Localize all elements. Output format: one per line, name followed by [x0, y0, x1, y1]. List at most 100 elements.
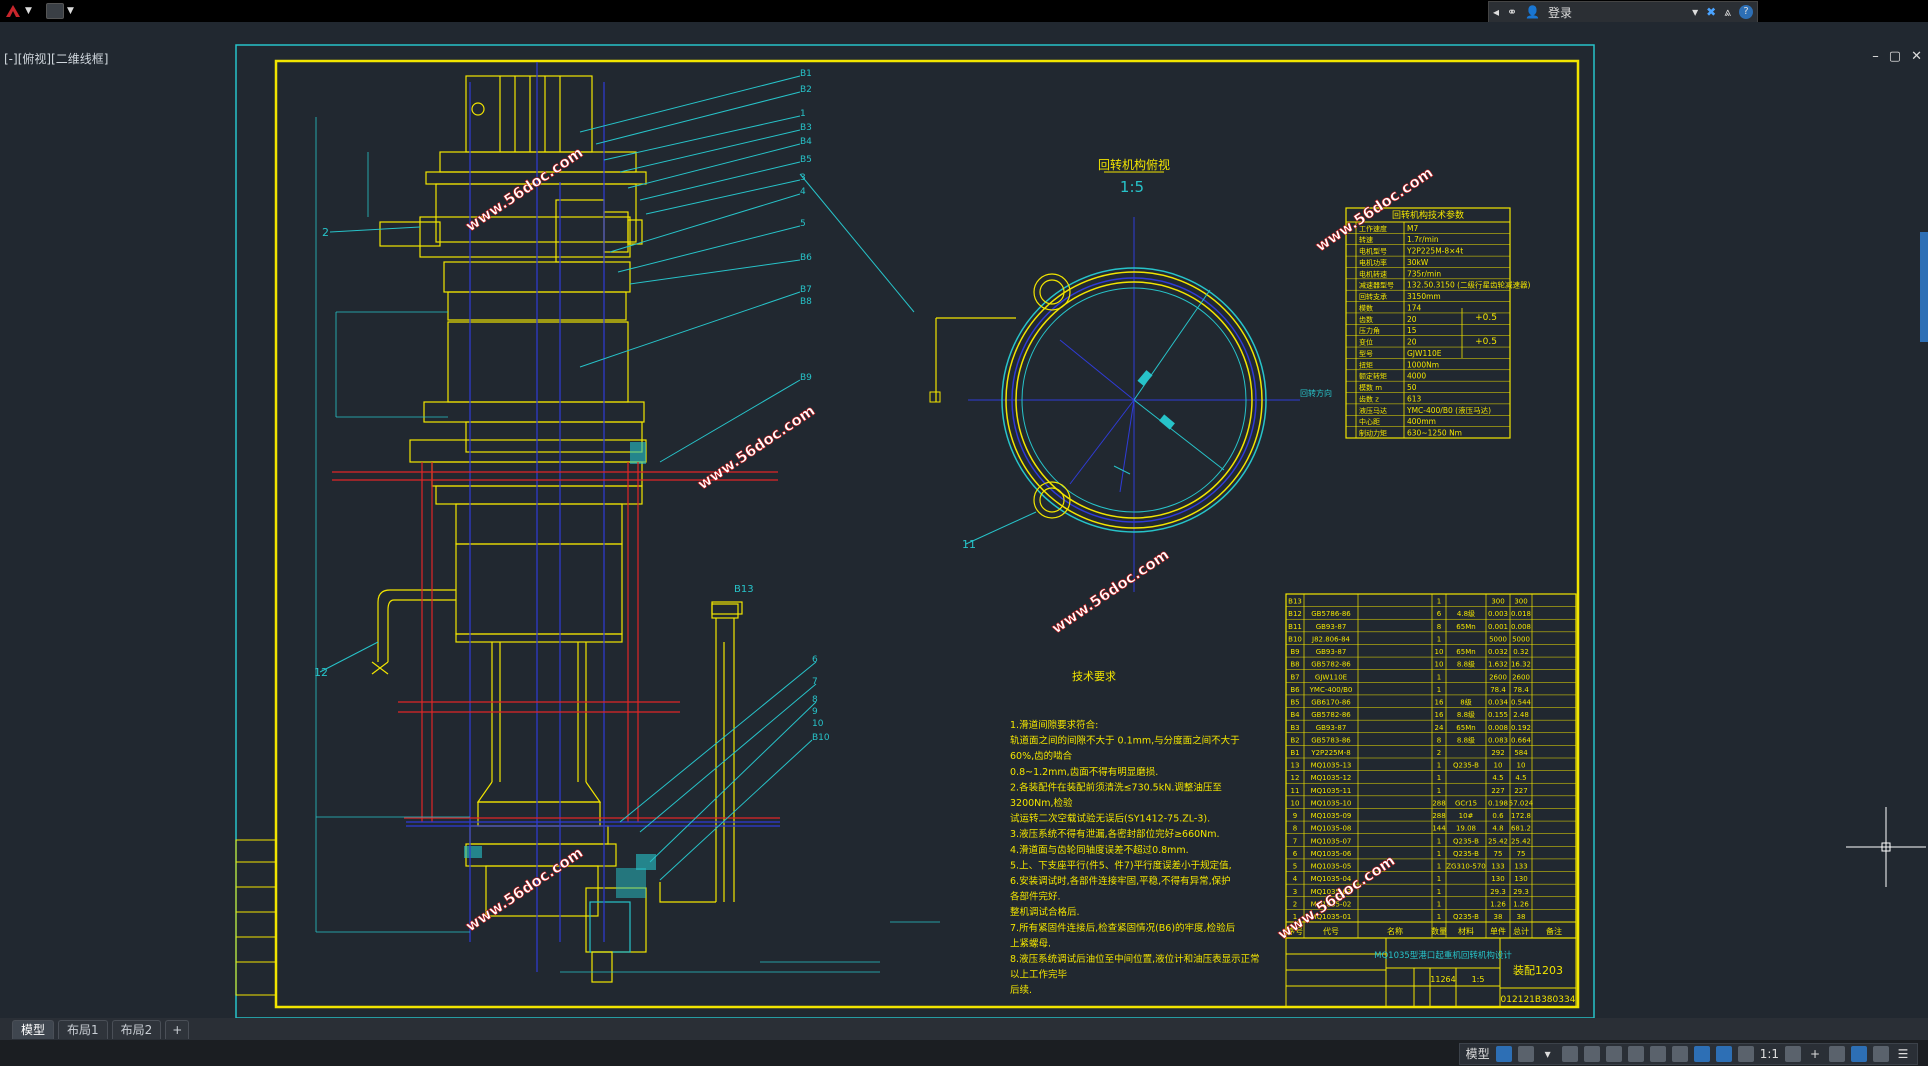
bom-cell: 4.5: [1515, 774, 1526, 782]
ortho-icon[interactable]: [1561, 1046, 1578, 1062]
bom-cell: 2.48: [1513, 711, 1529, 719]
bom-cell: 1: [1437, 888, 1441, 896]
param-value: 1000Nm: [1407, 360, 1439, 369]
bom-cell: MQ1035-05: [1311, 863, 1352, 871]
minimize-icon[interactable]: –: [1872, 49, 1879, 64]
callout-number: 10: [812, 719, 824, 729]
bom-cell: 8.8级: [1457, 735, 1475, 744]
isodraft-icon[interactable]: [1605, 1046, 1622, 1062]
bom-cell: 8.8级: [1457, 660, 1475, 669]
drawing-window-controls: – ▢ ✕: [1872, 49, 1922, 64]
exchange-icon[interactable]: ✖: [1706, 5, 1717, 19]
bom-cell: 1: [1437, 762, 1441, 770]
clean-screen-icon[interactable]: [1873, 1046, 1889, 1062]
tab-layout2[interactable]: 布局2: [111, 1019, 162, 1039]
bom-cell: 4.8级: [1457, 609, 1475, 618]
object-snap-icon[interactable]: [1649, 1046, 1666, 1062]
auto-scale-icon[interactable]: [1715, 1046, 1732, 1062]
param-value: 50: [1407, 383, 1417, 392]
grid-icon[interactable]: [1495, 1046, 1512, 1062]
tech-requirement-line: 后续.: [1010, 984, 1032, 996]
param-value: 174: [1407, 303, 1422, 312]
bom-cell: 29.3: [1513, 888, 1529, 896]
chevron-down-icon[interactable]: ▾: [1692, 5, 1699, 19]
status-toolbar: 模型 ▾ 1:1 + ☰: [1458, 1043, 1918, 1065]
vertical-scrollbar[interactable]: [1920, 232, 1928, 342]
chevron-down-icon[interactable]: ▾: [1544, 1047, 1551, 1061]
tech-requirement-line: 轨道面之间的间隙不大于 0.1mm,与分度面之间不大于: [1010, 735, 1240, 747]
watermarks: www.56doc.com www.56doc.com www.56doc.co…: [462, 143, 1437, 943]
param-value: YMC-400/B0 (液压马达): [1406, 405, 1491, 415]
callout-number: B7: [800, 285, 812, 295]
bom-cell: MQ1035-09: [1311, 812, 1352, 820]
quick-access-toolbar[interactable]: ▼: [46, 2, 74, 20]
bom-cell: 1: [1437, 900, 1441, 908]
bom-cell: 300: [1514, 598, 1527, 606]
tab-layout1[interactable]: 布局1: [58, 1019, 108, 1039]
bom-cell: 681.2: [1511, 825, 1531, 833]
bom-header-name: 名称: [1387, 926, 1403, 936]
bom-header-no: 序号: [1287, 926, 1303, 936]
bom-cell: MQ1035-03: [1311, 888, 1352, 896]
callout-number: B9: [800, 373, 812, 383]
bom-cell: 6: [1437, 610, 1442, 618]
bom-cell: 78.4: [1513, 686, 1529, 694]
save-icon[interactable]: [46, 3, 64, 19]
hardware-acceleration-icon[interactable]: [1851, 1046, 1867, 1062]
bom-cell: 6: [1293, 850, 1298, 858]
add-layout-button[interactable]: +: [165, 1019, 190, 1039]
snap-icon[interactable]: [1517, 1046, 1534, 1062]
close-icon[interactable]: ✕: [1911, 49, 1922, 64]
annotation-visibility-icon[interactable]: [1693, 1046, 1710, 1062]
model-space-button[interactable]: 模型: [1465, 1047, 1490, 1061]
bom-header: 序号 代号 名称 数量 材料 单件 总计 备注: [1286, 921, 1576, 936]
titleblock-scale: 1:5: [1472, 975, 1485, 984]
tech-requirement-line: 60%,齿的啮合: [1010, 750, 1073, 762]
tech-requirement-line: 上紧螺母.: [1010, 938, 1051, 949]
bom-cell: GJW110E: [1315, 673, 1347, 681]
app-menu-button[interactable]: ▼: [4, 2, 32, 20]
bom-cell: 0.664: [1511, 736, 1532, 744]
bom-cell: 0.32: [1513, 648, 1529, 656]
param-name: 型号: [1359, 349, 1373, 358]
bom-cell: 288: [1432, 812, 1445, 820]
param-value: 735r/min: [1407, 269, 1441, 278]
plus-icon[interactable]: +: [1809, 1047, 1821, 1061]
bom-cell: 133: [1514, 863, 1527, 871]
isolate-objects-icon[interactable]: [1829, 1046, 1845, 1062]
bom-cell: B4: [1290, 711, 1300, 719]
object-snap-tracking-icon[interactable]: [1627, 1046, 1644, 1062]
param-value: 20: [1407, 315, 1417, 324]
bom-cell: 0.083: [1488, 736, 1508, 744]
restore-icon[interactable]: ▢: [1888, 49, 1902, 64]
section-view: [929, 171, 1300, 592]
annotation-scale-icon[interactable]: [1737, 1046, 1754, 1062]
bom-cell: 4: [1293, 875, 1298, 883]
lineweight-icon[interactable]: [1671, 1046, 1688, 1062]
bom-cell: 1: [1437, 787, 1441, 795]
bom-cell: 8级: [1460, 698, 1471, 707]
menu-icon[interactable]: ☰: [1897, 1047, 1909, 1061]
chevron-left-icon[interactable]: ◂: [1493, 5, 1500, 19]
bom-cell: 12: [1291, 774, 1300, 782]
callout-b13: B13: [734, 584, 754, 595]
bom-cell: 2: [1437, 749, 1441, 757]
autodesk-a360-icon[interactable]: ⩓: [1724, 4, 1731, 19]
viewport-controls-label[interactable]: [-][俯视][二维线框]: [4, 52, 109, 66]
bom-cell: 16.32: [1511, 661, 1531, 669]
gear-icon[interactable]: [1785, 1046, 1801, 1062]
polar-icon[interactable]: [1583, 1046, 1600, 1062]
tab-model[interactable]: 模型: [12, 1019, 55, 1039]
binoculars-icon[interactable]: ⚭: [1507, 5, 1518, 19]
bom-cell: 1: [1437, 875, 1441, 883]
bom-cell: GB5782-86: [1311, 711, 1351, 719]
bom-cell: 130: [1491, 875, 1504, 883]
bom-cell: 0.198: [1488, 799, 1508, 807]
bom-cell: GB93-87: [1316, 724, 1347, 732]
param-value: GJW110E: [1407, 349, 1442, 358]
chevron-down-icon: ▼: [25, 6, 32, 16]
login-link[interactable]: 登录: [1548, 5, 1573, 20]
annotation-scale-value[interactable]: 1:1: [1759, 1047, 1779, 1061]
help-icon[interactable]: ?: [1739, 5, 1753, 19]
